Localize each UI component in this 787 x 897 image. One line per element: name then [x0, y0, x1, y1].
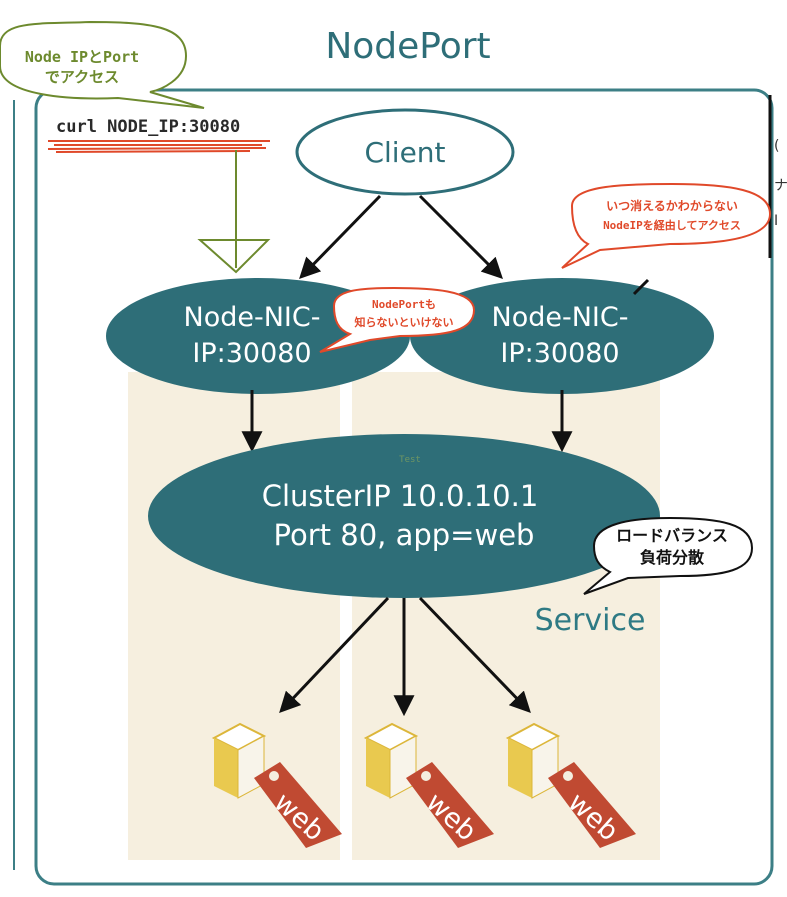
callout-disappear-line-1: いつ消えるかわからない [606, 198, 738, 213]
callout-load-balance: ロードバランス 負荷分散 [583, 516, 754, 595]
callout-access: Node IPとPort でアクセス [0, 20, 205, 109]
clipped-glyph: ( [774, 138, 779, 154]
curl-underline-scribble [47, 140, 270, 153]
callout-unknown-line-2: 知らないといけない [354, 315, 454, 329]
arrow-client-to-right-node [418, 194, 503, 279]
curl-command: curl NODE_IP:30080 [56, 117, 240, 137]
callout-access-line-1: Node IPとPort [25, 48, 139, 66]
cluster-port-label: Port 80, app=web [274, 518, 535, 552]
node-left-label-2: IP:30080 [192, 338, 311, 369]
node-right-label-2: IP:30080 [500, 338, 619, 369]
nodeport-frame [34, 88, 774, 886]
clipped-glyph: I [774, 213, 778, 229]
arrow-cluster-to-pod-1 [279, 596, 390, 714]
callout-access-line-2: でアクセス [45, 68, 119, 86]
arrow-client-to-left-node [299, 194, 382, 280]
pod-2: web [363, 722, 494, 848]
arrow-cluster-to-pod-3 [418, 596, 531, 714]
callout-unknown: NodePortも 知らないといけない [319, 286, 476, 353]
cluster-faint-label: Test [399, 455, 421, 465]
callout-unknown-line-1: NodePortも [372, 298, 436, 311]
curl-to-node-arrowhead [197, 239, 271, 274]
callout-load-balance-line-2: 負荷分散 [640, 548, 705, 567]
callout-disappear-line-2: NodeIPを経由してアクセス [603, 218, 741, 232]
diagram-title: NodePort [325, 26, 490, 67]
node-right-ellipse [410, 278, 714, 394]
cluster-ip-ellipse [148, 434, 660, 598]
cluster-ip-label: ClusterIP 10.0.10.1 [262, 479, 539, 513]
clipped-glyph: ナ [774, 178, 787, 194]
client-node [295, 108, 515, 196]
client-label: Client [364, 136, 445, 169]
callout-disappear-pointer [632, 278, 650, 296]
callout-disappear: いつ消えるかわからない NodeIPを経由してアクセス [561, 182, 772, 269]
node-right-label-1: Node-NIC- [492, 302, 629, 333]
callout-load-balance-line-1: ロードバランス [616, 526, 728, 545]
node-left-label-1: Node-NIC- [184, 302, 321, 333]
service-label: Service [535, 603, 646, 638]
